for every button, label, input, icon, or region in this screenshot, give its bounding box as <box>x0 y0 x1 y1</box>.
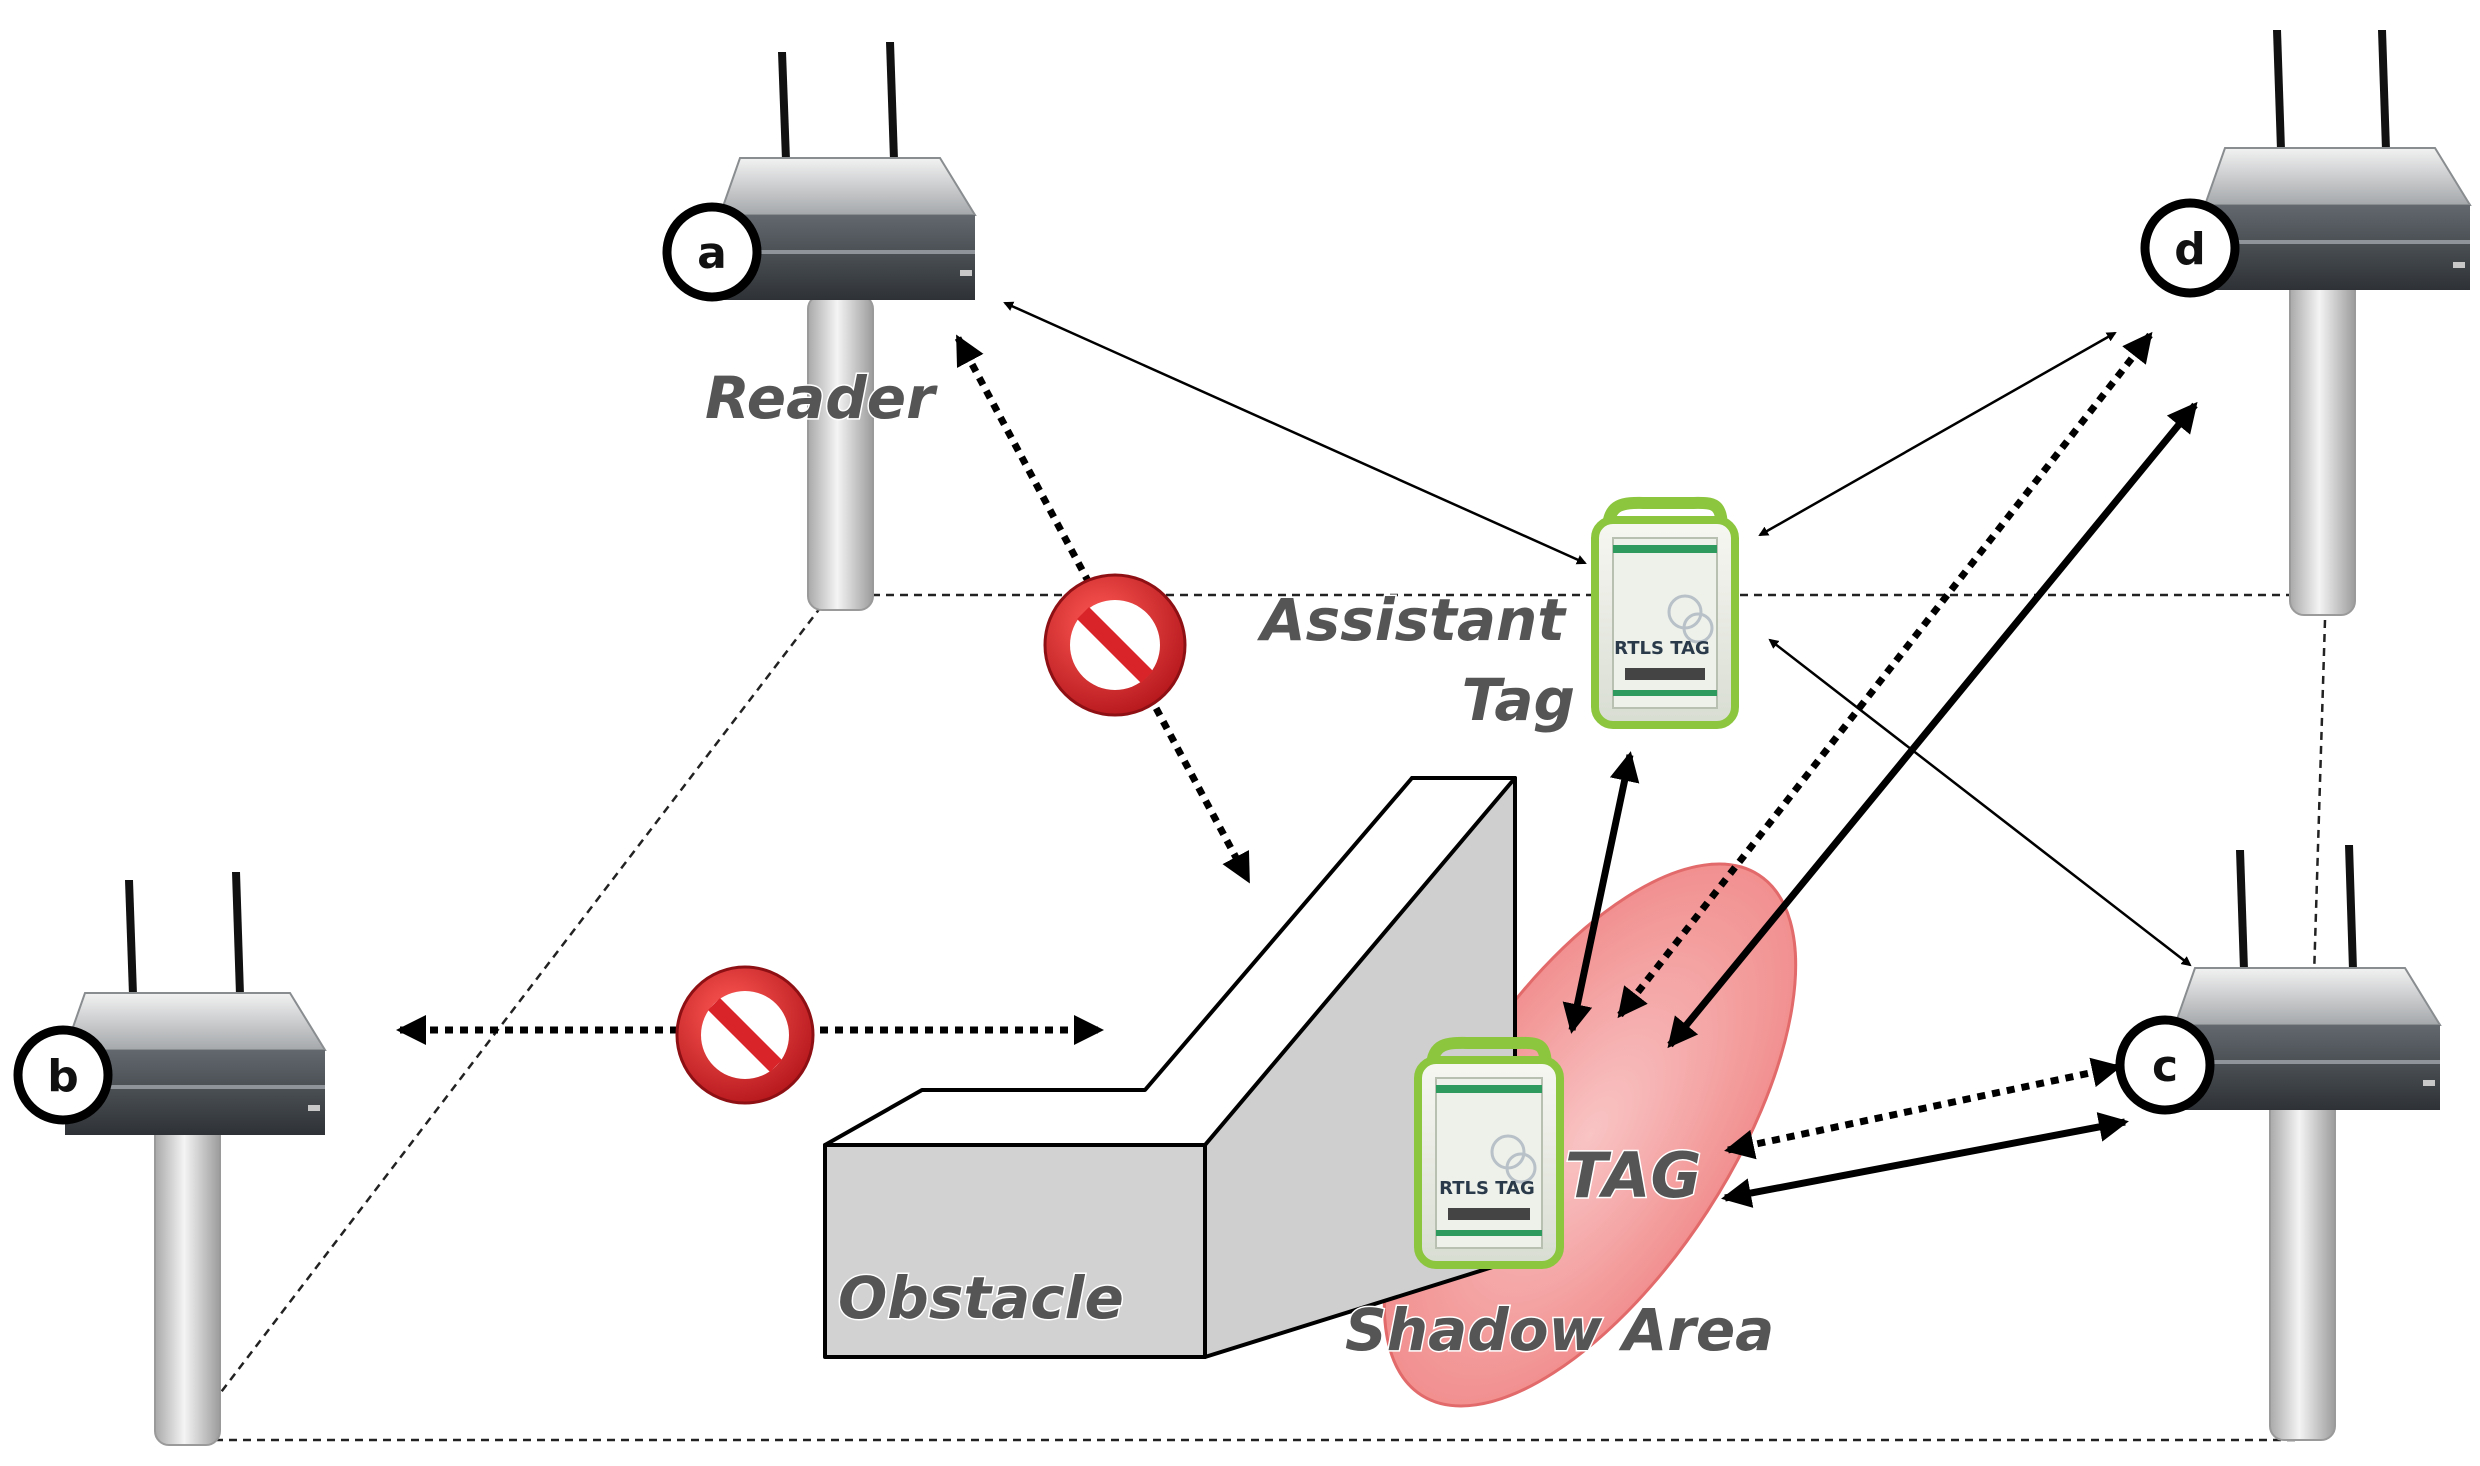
reader-b-letter: b <box>47 1051 79 1102</box>
link-assistant-reader-d <box>1758 331 2117 537</box>
link-assistant-reader-c <box>1768 638 2192 967</box>
reader-a <box>718 42 977 611</box>
assistant-device-brand-1: RTLS <box>1614 638 1664 659</box>
blocked-icon <box>675 965 815 1105</box>
reader-c-letter: c <box>2152 1041 2178 1092</box>
assistant-device-brand-2: TAG <box>1670 638 1710 659</box>
reader-a-letter: a <box>697 228 727 279</box>
reader-c-badge: c <box>2115 1015 2215 1115</box>
tag-label: TAG <box>1565 1139 1701 1212</box>
obstacle-label: Obstacle <box>838 1264 1124 1332</box>
target-device-brand-2: TAG <box>1495 1178 1535 1199</box>
reader-d-letter: d <box>2174 224 2206 275</box>
blocked-icon <box>1043 573 1187 717</box>
shadow-area-label: Shadow Area <box>1345 1296 1774 1364</box>
link-tag-reader-c <box>1721 1112 2129 1208</box>
link-reader-a-assistant <box>1003 301 1587 565</box>
assistant-tag-label-line2: Tag <box>1462 666 1575 734</box>
svg-text:RTLS TAG: RTLS TAG <box>1439 1178 1535 1199</box>
target-tag-device: RTLS TAG <box>1414 1036 1564 1269</box>
target-device-brand-1: RTLS <box>1439 1178 1489 1199</box>
reader-b-badge: b <box>13 1025 113 1125</box>
reader-d <box>2203 30 2472 616</box>
link-tag-reader-c-dotted <box>1724 1057 2122 1160</box>
reader-c <box>2173 845 2442 1441</box>
assistant-tag-label-line1: Assistant <box>1257 586 1567 654</box>
reader-d-badge: d <box>2140 198 2240 298</box>
link-reader-d-tag <box>1667 401 2198 1049</box>
reader-label: Reader <box>705 364 938 432</box>
assistant-tag-device: RTLS TAG <box>1591 496 1739 729</box>
reader-a-badge: a <box>662 202 762 302</box>
svg-text:RTLS TAG: RTLS TAG <box>1614 638 1710 659</box>
reader-b <box>63 872 327 1446</box>
